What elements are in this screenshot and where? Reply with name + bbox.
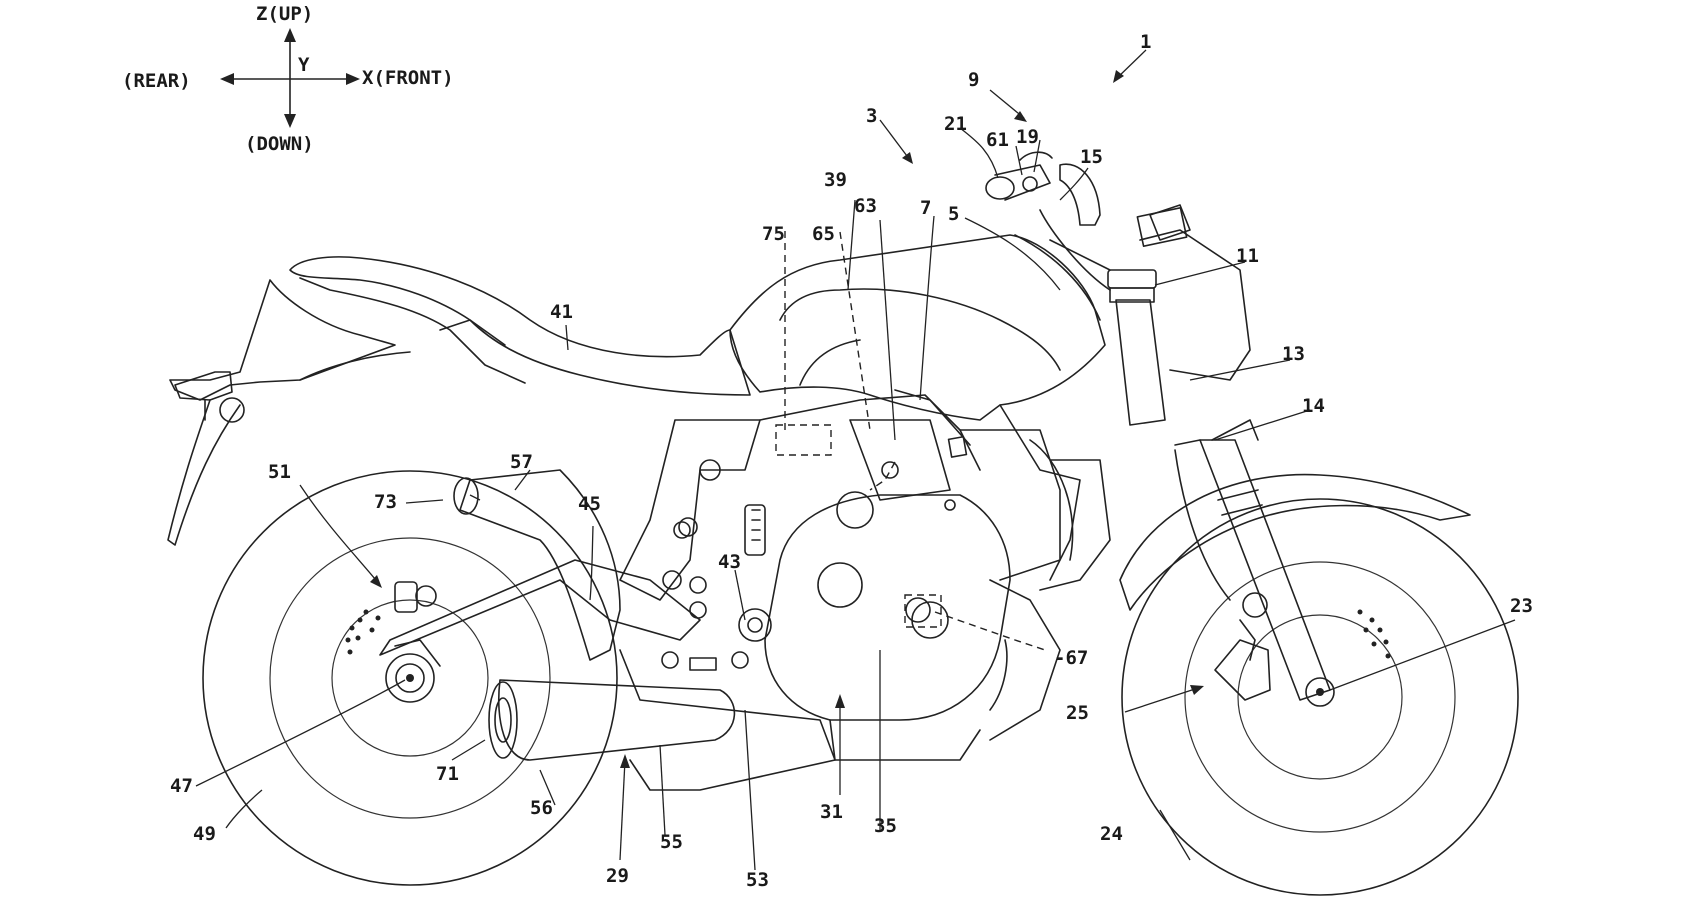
label-39: 39	[824, 169, 847, 191]
steering-head	[1039, 163, 1251, 426]
label-13: 13	[1282, 343, 1305, 365]
label-51: 51	[268, 461, 291, 483]
label-73: 73	[374, 491, 397, 513]
axis-down-label: (DOWN)	[245, 133, 314, 155]
label-47: 47	[170, 775, 193, 797]
label-65: 65	[812, 223, 835, 245]
label-5: 5	[948, 203, 959, 225]
leader-lines	[195, 49, 1516, 871]
engine	[661, 419, 1111, 761]
label-56: 56	[530, 797, 553, 819]
label-31: 31	[820, 801, 843, 823]
label-9: 9	[968, 69, 979, 91]
label-45: 45	[578, 493, 601, 515]
exhaust	[453, 469, 836, 791]
label-21: 21	[944, 113, 967, 135]
label-15: 15	[1080, 146, 1103, 168]
label-24: 24	[1100, 823, 1123, 845]
hidden-components	[775, 230, 1046, 651]
reference-numerals: 1 3 5 7 9 11 13 14 15 19 21 23 24 25 29 …	[170, 31, 1533, 891]
label-29: 29	[606, 865, 629, 887]
label-61: 61	[986, 129, 1009, 151]
label-55: 55	[660, 831, 683, 853]
axis-up-label: Z(UP)	[256, 3, 313, 25]
label-7: 7	[920, 197, 931, 219]
label-43: 43	[718, 551, 741, 573]
front-wheel	[1121, 498, 1519, 896]
rear-brake-disc-holes	[345, 609, 381, 655]
seat	[289, 256, 751, 396]
axis-rear-label: (REAR)	[122, 70, 191, 92]
label-35: 35	[874, 815, 897, 837]
rear-shock	[738, 504, 772, 642]
tail-section	[167, 279, 411, 546]
label-63: 63	[854, 195, 877, 217]
swingarm	[379, 559, 701, 703]
axis-indicator: Z(UP) (DOWN) (REAR) X(FRONT) Y	[122, 3, 454, 155]
label-25: 25	[1066, 702, 1089, 724]
front-fork	[1174, 419, 1331, 701]
label-49: 49	[193, 823, 216, 845]
label-11: 11	[1236, 245, 1259, 267]
label-53: 53	[746, 869, 769, 891]
label-23: 23	[1510, 595, 1533, 617]
front-brake-disc-holes	[1357, 609, 1391, 659]
axis-lateral-label: Y	[298, 54, 310, 76]
label-67: -67	[1054, 647, 1088, 669]
label-1: 1	[1140, 31, 1151, 53]
fuel-tank	[729, 234, 1106, 581]
rear-wheel	[202, 470, 618, 886]
label-75: 75	[762, 223, 785, 245]
front-fender	[1119, 473, 1471, 611]
frame	[619, 389, 981, 601]
label-19: 19	[1016, 126, 1039, 148]
label-71: 71	[436, 763, 459, 785]
label-57: 57	[510, 451, 533, 473]
label-41: 41	[550, 301, 573, 323]
label-3: 3	[866, 105, 877, 127]
label-14: 14	[1302, 395, 1325, 417]
axis-front-label: X(FRONT)	[362, 67, 454, 89]
